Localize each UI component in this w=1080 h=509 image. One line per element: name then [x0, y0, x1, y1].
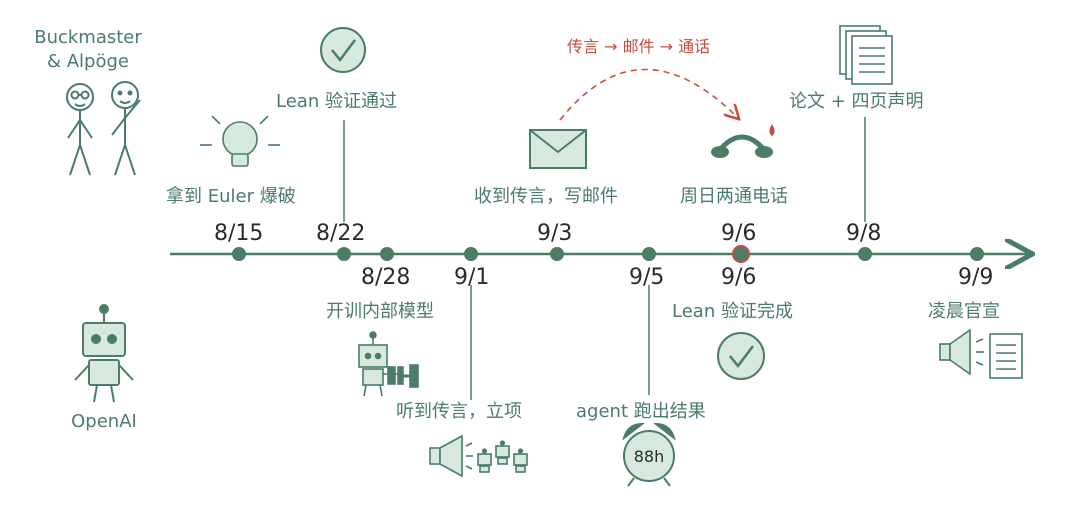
two-people-icon: [66, 81, 141, 176]
date-9-3: 9/3: [537, 221, 573, 246]
alarm-clock-icon: 88h: [622, 422, 676, 487]
envelope-icon: [529, 129, 587, 169]
dot-9-9: [970, 247, 984, 261]
dot-9-3: [550, 247, 564, 261]
date-9-1: 9/1: [454, 265, 490, 290]
event-lean-done: Lean 验证完成: [672, 301, 793, 322]
date-8-28: 8/28: [361, 265, 411, 290]
megaphone-robots-icon: [429, 434, 528, 478]
phone-icon: [711, 124, 775, 158]
party-top-line2: & Alpöge: [46, 51, 129, 72]
dot-8-22: [337, 247, 351, 261]
dot-9-8: [858, 247, 872, 261]
timer-label: 88h: [634, 447, 665, 466]
event-train: 开训内部模型: [326, 301, 434, 322]
robot-icon: [74, 304, 134, 403]
event-euler: 拿到 Euler 爆破: [166, 186, 296, 207]
megaphone-document-icon: [939, 328, 1023, 379]
event-announce: 凌晨官宣: [928, 301, 1000, 322]
event-agent: agent 跑出结果: [576, 401, 706, 422]
dot-9-6: [732, 245, 750, 263]
flow-label: 传言 → 邮件 → 通话: [567, 37, 711, 56]
event-lean-pass: Lean 验证通过: [276, 91, 397, 112]
event-rumor-email: 收到传言，写邮件: [474, 186, 618, 207]
date-9-8: 9/8: [846, 221, 882, 246]
lightbulb-icon: [200, 115, 280, 167]
date-9-6-top: 9/6: [721, 221, 757, 246]
party-top: Buckmaster & Alpöge: [30, 26, 146, 74]
event-paper: 论文 + 四页声明: [789, 91, 924, 112]
dot-9-5: [642, 247, 656, 261]
flow-arrow: [559, 68, 738, 120]
date-8-22: 8/22: [316, 221, 366, 246]
robot-dumbbell-icon: [358, 331, 419, 397]
dot-8-15: [232, 247, 246, 261]
party-bottom: OpenAI: [71, 411, 137, 432]
party-top-line1: Buckmaster: [34, 27, 142, 48]
date-9-6-bottom: 9/6: [721, 265, 757, 290]
document-stack-icon: [839, 25, 893, 85]
date-9-5: 9/5: [629, 265, 665, 290]
dot-8-28: [380, 247, 394, 261]
date-8-15: 8/15: [214, 221, 264, 246]
date-9-9: 9/9: [958, 265, 994, 290]
dot-9-1: [464, 247, 478, 261]
event-two-calls: 周日两通电话: [680, 186, 788, 207]
check-circle-icon: [320, 27, 366, 73]
event-hear-rumor: 听到传言，立项: [396, 401, 522, 422]
check-circle-icon: [717, 332, 765, 380]
